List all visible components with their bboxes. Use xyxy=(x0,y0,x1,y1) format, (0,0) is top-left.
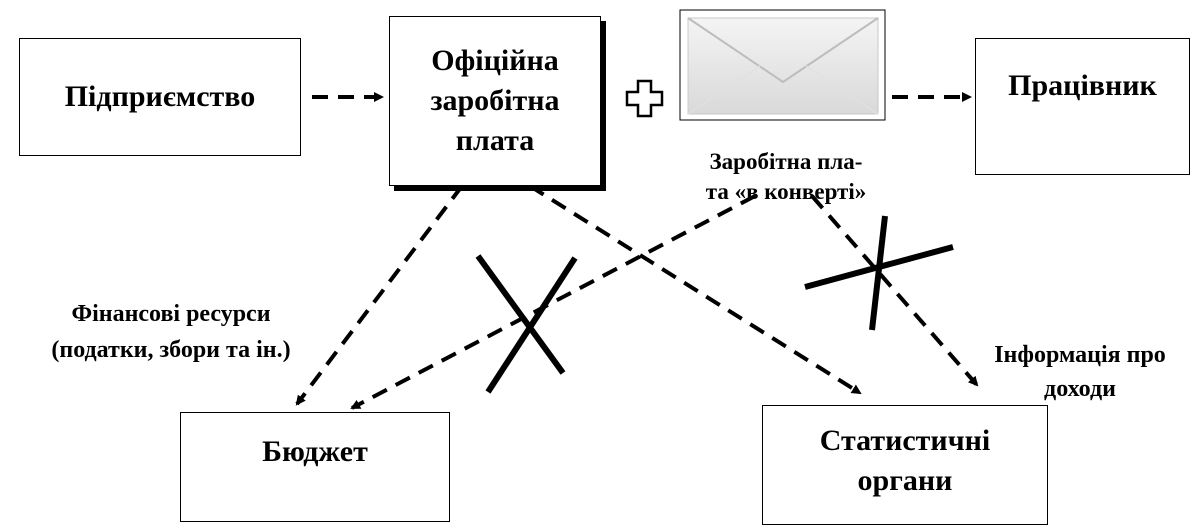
arrow-wage-to-statistics xyxy=(528,184,862,395)
node-official-wage: Офіційна заробітна плата xyxy=(389,16,601,186)
node-budget-label: Бюджет xyxy=(262,435,368,468)
node-worker-label: Працівник xyxy=(1008,69,1157,102)
label-income-info: Інформація про доходи xyxy=(958,338,1202,406)
label-envelope-wage-line1: Заробітна пла- xyxy=(709,149,863,174)
node-statistics-line2: органи xyxy=(857,464,953,497)
node-official-wage-line3: плата xyxy=(455,124,535,157)
node-enterprise: Підприємство xyxy=(19,38,301,156)
x-cross-icon xyxy=(804,215,954,331)
x-cross-icon xyxy=(475,254,578,394)
node-official-wage-line1: Офіційна xyxy=(431,44,559,77)
label-financial-resources-line2: (податки, збори та ін.) xyxy=(51,337,291,363)
label-envelope-wage: Заробітна пла- та «в конверті» xyxy=(676,147,896,207)
node-statistics: Статистичні органи xyxy=(762,405,1048,525)
label-financial-resources-line1: Фінансові ресурси xyxy=(71,301,271,327)
node-statistics-line1: Статистичні xyxy=(819,424,991,457)
label-income-info-line2: доходи xyxy=(1044,376,1116,402)
envelope-icon xyxy=(679,9,886,121)
arrow-wage-to-budget xyxy=(295,184,464,406)
arrow-envelope-to-statistics xyxy=(810,194,979,387)
node-worker: Працівник xyxy=(975,38,1190,175)
label-income-info-line1: Інформація про xyxy=(994,342,1166,368)
diagram-canvas xyxy=(295,9,979,410)
label-envelope-wage-line2: та «в конверті» xyxy=(705,179,867,204)
arrow-envelope-to-budget xyxy=(350,194,756,410)
node-budget: Бюджет xyxy=(180,412,450,522)
label-financial-resources: Фінансові ресурси (податки, збори та ін.… xyxy=(2,296,340,368)
plus-outline-icon xyxy=(625,79,664,118)
node-enterprise-label: Підприємство xyxy=(64,80,256,113)
node-official-wage-line2: заробітна xyxy=(430,84,560,117)
